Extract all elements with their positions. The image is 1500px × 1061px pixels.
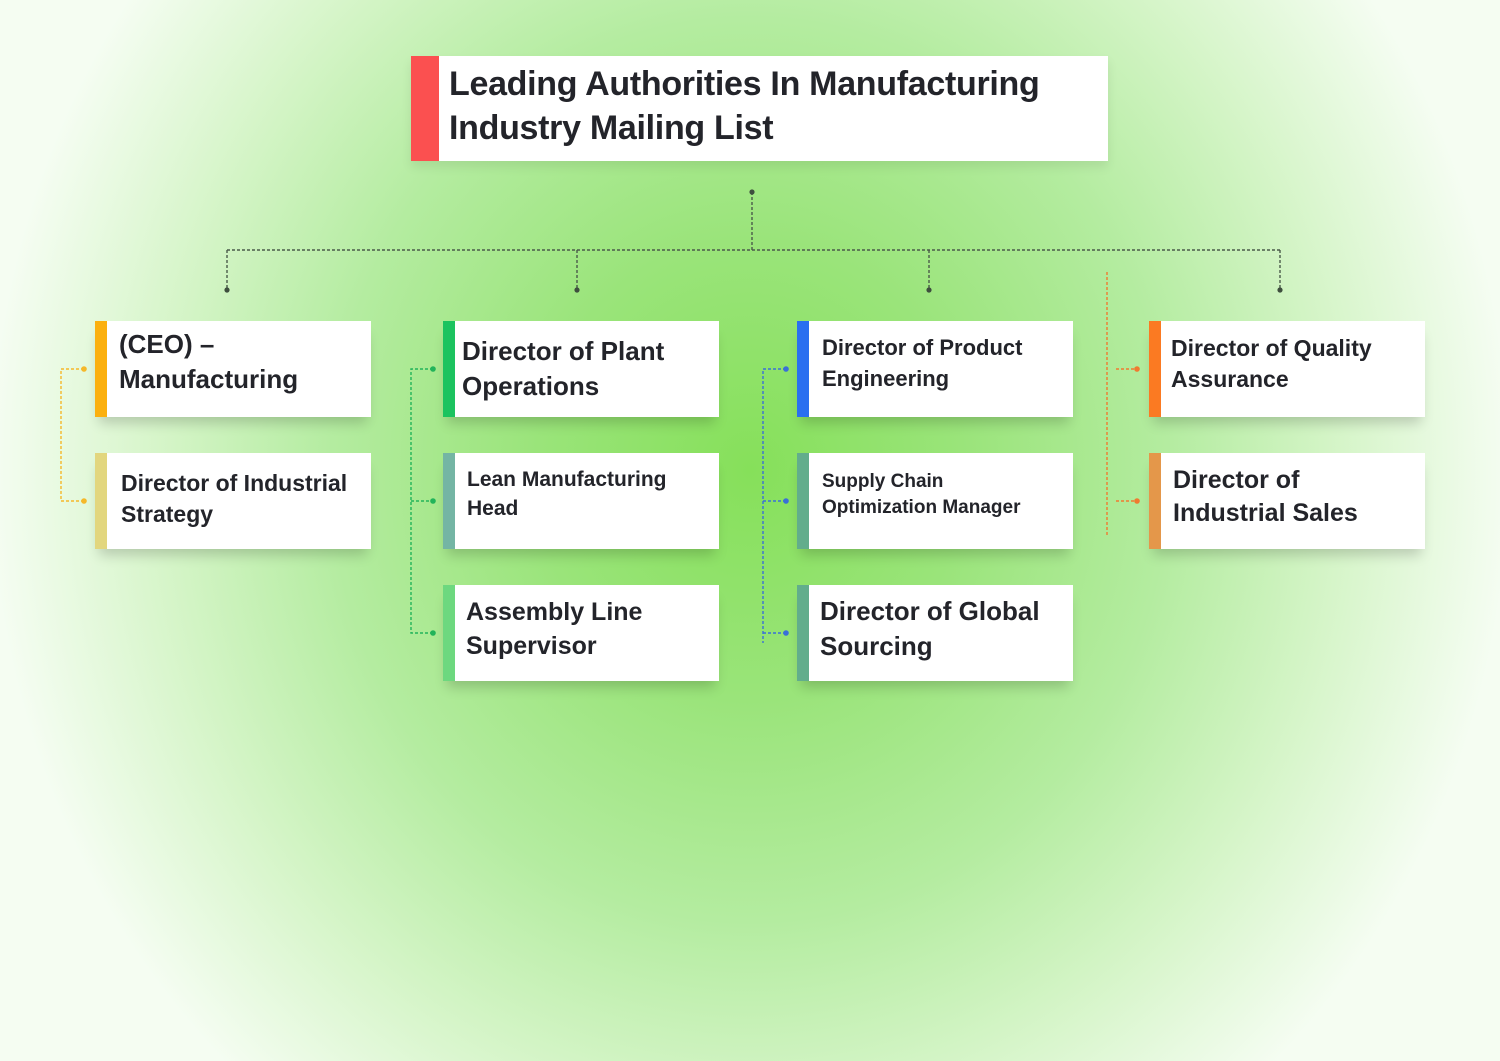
bracket-column-4 (1106, 272, 1137, 535)
org-card-director-quality-assurance: Director of Quality Assurance (1149, 321, 1425, 417)
title-box: Leading Authorities In Manufacturing Ind… (411, 56, 1108, 161)
org-card-director-plant-operations: Director of Plant Operations (443, 321, 719, 417)
card-accent-bar (797, 321, 809, 417)
org-card-assembly-line-supervisor: Assembly Line Supervisor (443, 585, 719, 681)
card-accent-bar (443, 453, 455, 549)
card-label: Director of Product Engineering (822, 335, 1023, 391)
card-label: Assembly Line Supervisor (466, 598, 643, 660)
bracket-dot (783, 630, 789, 636)
card-accent-bar (1149, 453, 1161, 549)
page-title: Leading Authorities In Manufacturing Ind… (449, 65, 1040, 147)
column-node-dot-3 (926, 287, 932, 293)
bracket-dot (430, 498, 436, 504)
org-card-director-product-engineering: Director of Product Engineering (797, 321, 1073, 417)
bracket-dot (81, 366, 87, 372)
column-node-dot-4 (1277, 287, 1283, 293)
card-accent-bar (443, 321, 455, 417)
card-label: Director of Industrial Strategy (121, 470, 348, 527)
card-accent-bar (797, 585, 809, 681)
card-label: (CEO) – Manufacturing (119, 329, 299, 394)
card-label: Director of Global Sourcing (820, 596, 1040, 661)
root-node-dot (749, 189, 755, 195)
bracket-dot (783, 366, 789, 372)
bracket-dot (1134, 366, 1140, 372)
bracket-column-2 (410, 368, 433, 634)
bracket-column-3 (762, 368, 786, 643)
card-label: Supply Chain Optimization Manager (822, 471, 1021, 518)
bracket-dot (81, 498, 87, 504)
card-accent-bar (797, 453, 809, 549)
card-accent-bar (95, 453, 107, 549)
hierarchy-lines (226, 192, 1281, 290)
card-accent-bar (95, 321, 107, 417)
card-accent-bar (1149, 321, 1161, 417)
bracket-dot (783, 498, 789, 504)
org-card-director-global-sourcing: Director of Global Sourcing (797, 585, 1073, 681)
org-card-director-industrial-sales: Director of Industrial Sales (1149, 453, 1425, 549)
bracket-dot (430, 366, 436, 372)
card-label: Director of Plant Operations (462, 336, 665, 401)
bracket-dot (1134, 498, 1140, 504)
org-card-lean-manufacturing-head: Lean Manufacturing Head (443, 453, 719, 549)
org-card-supply-chain-optimization-manager: Supply Chain Optimization Manager (797, 453, 1073, 549)
card-label: Director of Industrial Sales (1173, 466, 1358, 527)
column-node-dot-2 (574, 287, 580, 293)
card-accent-bar (443, 585, 455, 681)
title-accent-bar (411, 56, 439, 161)
bracket-dot (430, 630, 436, 636)
bracket-column-1 (60, 368, 84, 502)
card-label: Director of Quality Assurance (1171, 335, 1372, 392)
column-node-dot-1 (224, 287, 230, 293)
org-card-ceo-manufacturing: (CEO) – Manufacturing (95, 321, 371, 417)
card-label: Lean Manufacturing Head (467, 468, 667, 520)
org-card-director-industrial-strategy: Director of Industrial Strategy (95, 453, 371, 549)
